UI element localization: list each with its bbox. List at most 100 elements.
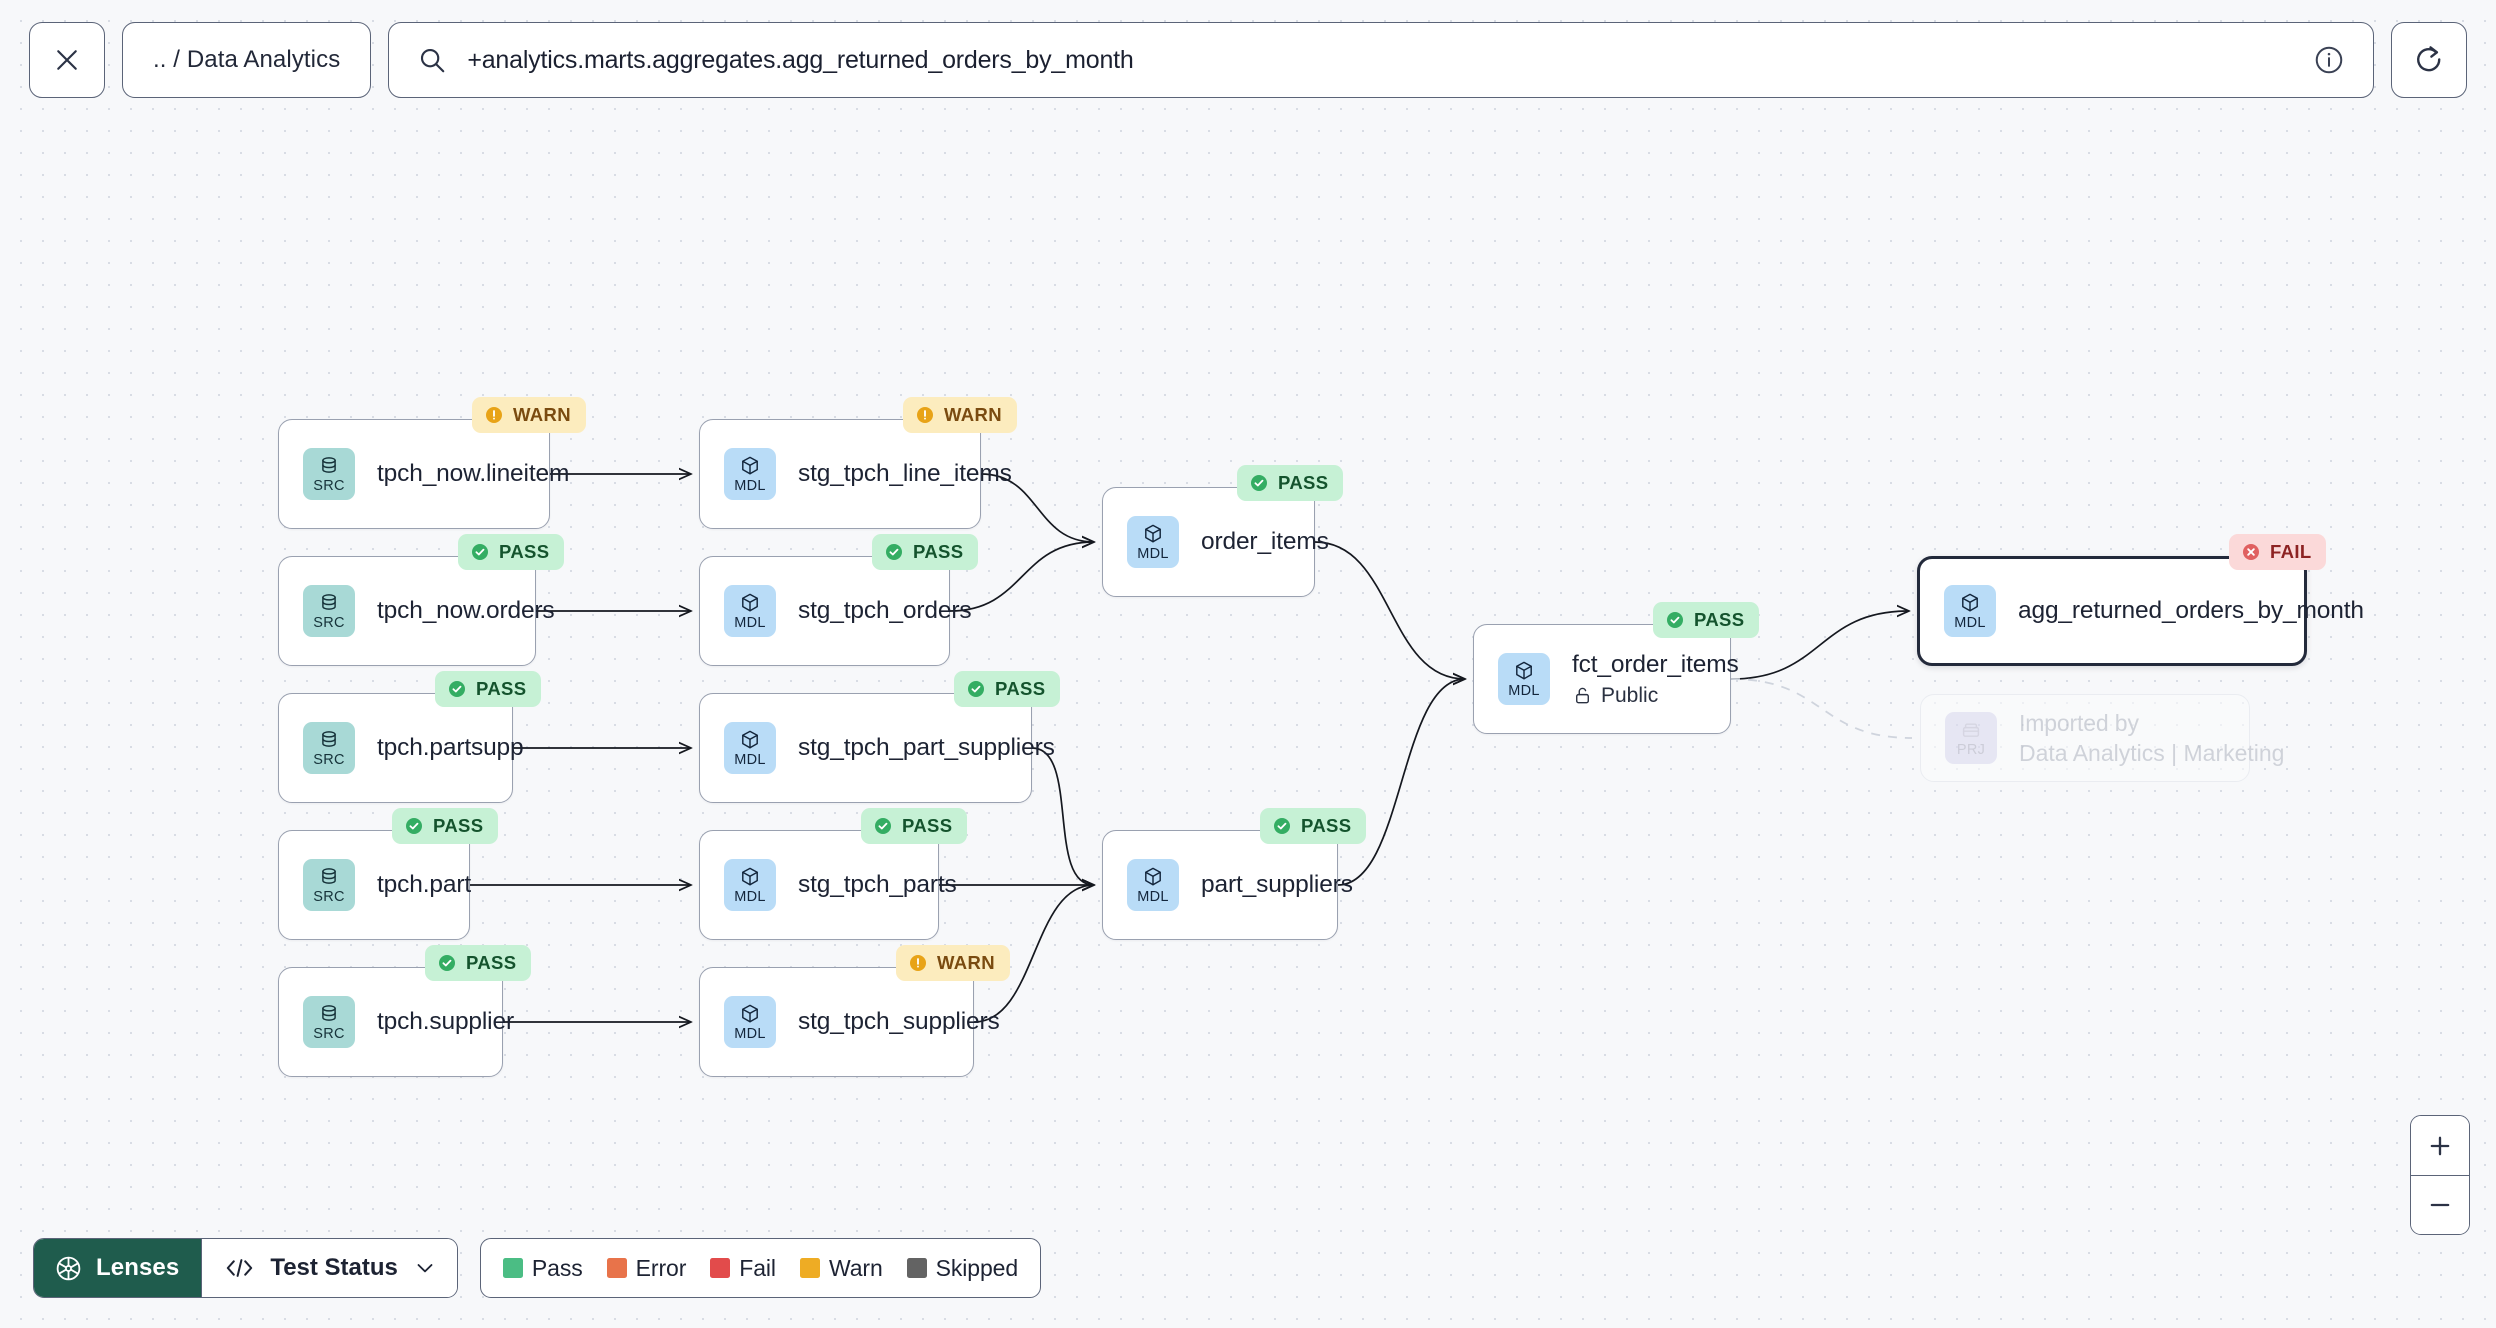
node-type-label: SRC xyxy=(313,1026,345,1043)
node-type-label: SRC xyxy=(313,615,345,632)
search-input[interactable]: +analytics.marts.aggregates.agg_returned… xyxy=(388,22,2374,98)
refresh-button[interactable] xyxy=(2391,22,2467,98)
node-type-label: SRC xyxy=(313,889,345,906)
edge-stg_suppliers-to-part_suppliers xyxy=(973,885,1094,1023)
legend-item-pass[interactable]: Pass xyxy=(502,1255,583,1282)
zoom-out-button[interactable] xyxy=(2411,1175,2469,1234)
status-badge-label: PASS xyxy=(995,678,1046,699)
zoom-in-button[interactable] xyxy=(2411,1116,2469,1175)
status-badge-pass: PASS xyxy=(1653,602,1760,638)
node-type-chip-src: SRC xyxy=(303,448,355,500)
status-badge-label: WARN xyxy=(513,404,571,425)
edge-stg_orders-to-order_items xyxy=(949,542,1094,612)
graph-node-stg_line_items[interactable]: MDL stg_tpch_line_items xyxy=(699,419,1012,529)
node-type-chip-mdl: MDL xyxy=(724,859,776,911)
legend-item-error[interactable]: Error xyxy=(606,1255,686,1282)
cube-icon xyxy=(742,1004,758,1023)
node-type-chip-prj: PRJ xyxy=(1945,712,1997,764)
database-icon xyxy=(322,457,336,474)
graph-node-prj_imported[interactable]: PRJ Imported by Data Analytics | Marketing xyxy=(1920,694,2284,782)
unlock-icon xyxy=(1576,687,1589,704)
node-title: Imported by xyxy=(2019,709,2139,736)
cube-icon xyxy=(1145,524,1161,543)
pass-icon xyxy=(1251,475,1267,491)
status-badge-pass: PASS xyxy=(458,534,565,570)
pass-icon xyxy=(968,681,984,697)
cube-icon xyxy=(742,730,758,749)
legend-swatch xyxy=(799,1258,820,1278)
node-title: stg_tpch_part_suppliers xyxy=(798,734,1055,761)
graph-node-src_part[interactable]: SRC tpch.part xyxy=(278,830,471,940)
node-type-label: SRC xyxy=(313,752,345,769)
legend-item-skipped[interactable]: Skipped xyxy=(906,1255,1018,1282)
node-body: stg_tpch_orders xyxy=(798,597,972,625)
database-icon xyxy=(322,594,336,611)
search-icon xyxy=(421,48,445,73)
status-badge-fail: FAIL xyxy=(2229,534,2327,570)
pass-icon xyxy=(406,818,422,834)
node-title: stg_tpch_orders xyxy=(798,597,972,624)
zoom-controls xyxy=(2410,1115,2470,1235)
node-type-chip-mdl: MDL xyxy=(1127,516,1179,568)
node-title: fct_order_items xyxy=(1572,650,1739,678)
graph-node-src_orders[interactable]: SRC tpch_now.orders xyxy=(278,556,555,666)
node-body: stg_tpch_part_suppliers xyxy=(798,734,1055,762)
legend-swatch xyxy=(606,1258,627,1278)
node-type-label: PRJ xyxy=(1956,742,1986,759)
node-type-label: MDL xyxy=(1137,889,1169,906)
node-type-label: MDL xyxy=(734,478,766,495)
node-type-chip-mdl: MDL xyxy=(1498,653,1550,705)
graph-node-part_suppliers[interactable]: MDL part_suppliers xyxy=(1102,830,1353,940)
legend-label: Warn xyxy=(828,1254,883,1281)
status-badge-pass: PASS xyxy=(954,671,1061,707)
node-type-chip-mdl: MDL xyxy=(724,722,776,774)
status-badge-label: PASS xyxy=(902,815,953,836)
archive-icon xyxy=(1962,723,1980,738)
node-body: agg_returned_orders_by_month xyxy=(2018,597,2364,625)
node-subtitle-text: Data Analytics | Marketing xyxy=(2019,739,2285,766)
legend-swatch xyxy=(710,1258,731,1278)
node-title: stg_tpch_parts xyxy=(798,871,957,898)
legend-swatch xyxy=(502,1258,523,1278)
status-badge-label: PASS xyxy=(1301,815,1352,836)
legend-item-warn[interactable]: Warn xyxy=(799,1254,883,1282)
legend-item-fail[interactable]: Fail xyxy=(710,1255,776,1282)
node-type-label: SRC xyxy=(313,478,345,495)
lenses-button[interactable]: Lenses xyxy=(34,1239,202,1297)
database-icon xyxy=(322,731,336,748)
pass-icon xyxy=(1667,612,1683,628)
pass-icon xyxy=(449,681,465,697)
node-type-chip-mdl: MDL xyxy=(724,996,776,1048)
status-badge-pass: PASS xyxy=(1237,465,1344,501)
graph-node-stg_parts[interactable]: MDL stg_tpch_parts xyxy=(699,830,957,940)
node-type-chip-src: SRC xyxy=(303,859,355,911)
info-icon[interactable] xyxy=(2313,44,2345,76)
node-title: agg_returned_orders_by_month xyxy=(2018,597,2364,624)
edge-part_suppliers-to-fct_order_items xyxy=(1337,679,1465,886)
node-title: stg_tpch_line_items xyxy=(798,460,1012,487)
minus-icon xyxy=(2430,1203,2450,1207)
warn-icon xyxy=(910,955,926,971)
plus-icon xyxy=(2430,1136,2450,1155)
cube-icon xyxy=(1516,661,1532,680)
pass-icon xyxy=(875,818,891,834)
node-type-chip-mdl: MDL xyxy=(724,448,776,500)
node-title: tpch_now.orders xyxy=(377,597,555,624)
close-button[interactable] xyxy=(29,22,105,98)
status-badge-label: PASS xyxy=(1278,472,1329,493)
node-type-label: MDL xyxy=(734,752,766,769)
graph-node-stg_part_supp[interactable]: MDL stg_tpch_part_suppliers xyxy=(699,693,1055,803)
node-title: part_suppliers xyxy=(1201,871,1353,898)
node-body: tpch.part xyxy=(377,871,471,899)
breadcrumb[interactable]: .. / Data Analytics xyxy=(122,22,372,98)
test-status-dropdown[interactable]: Test Status xyxy=(201,1239,457,1297)
